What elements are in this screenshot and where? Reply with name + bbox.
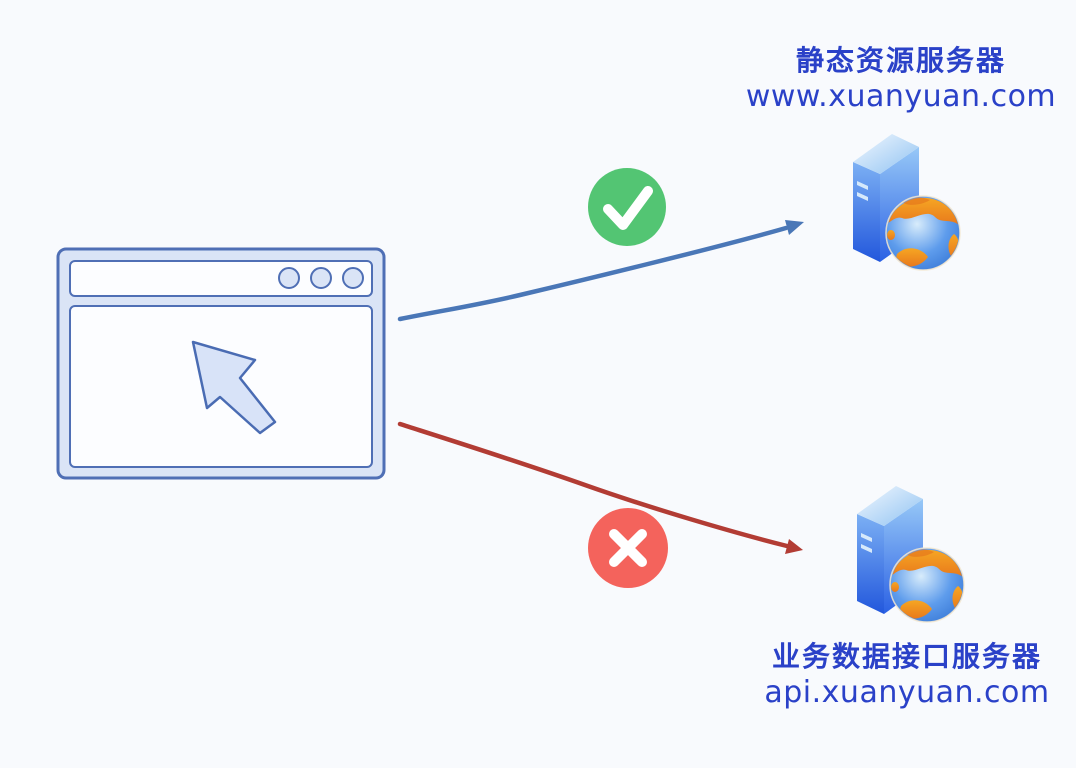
arrow-head-allowed (785, 220, 804, 235)
request-arrow-blocked (397, 421, 803, 554)
static-server-url: www.xuanyuan.com (745, 79, 1057, 114)
window-button (278, 267, 300, 289)
browser-window (56, 247, 386, 480)
check-mark (603, 186, 653, 230)
window-button (310, 267, 332, 289)
cursor-icon (191, 340, 277, 435)
server-icon-static (853, 134, 960, 270)
x-mark (609, 529, 647, 567)
window-titlebar (69, 260, 373, 297)
window-button (342, 267, 364, 289)
arrow-head-blocked (785, 539, 803, 554)
api-server-url: api.xuanyuan.com (764, 675, 1050, 710)
static-server-caption: 静态资源服务器 www.xuanyuan.com (716, 44, 1076, 116)
api-server-label: 业务数据接口服务器 (771, 640, 1042, 673)
check-icon (588, 168, 666, 246)
static-server-label: 静态资源服务器 (795, 44, 1006, 77)
check-circle (588, 168, 666, 246)
api-server-caption: 业务数据接口服务器 api.xuanyuan.com (722, 640, 1076, 712)
request-arrow-allowed (397, 220, 804, 322)
arrow-line-blocked (397, 421, 790, 549)
x-icon (588, 508, 668, 588)
server-icon-api (857, 486, 964, 622)
arrow-line-allowed (397, 225, 789, 322)
